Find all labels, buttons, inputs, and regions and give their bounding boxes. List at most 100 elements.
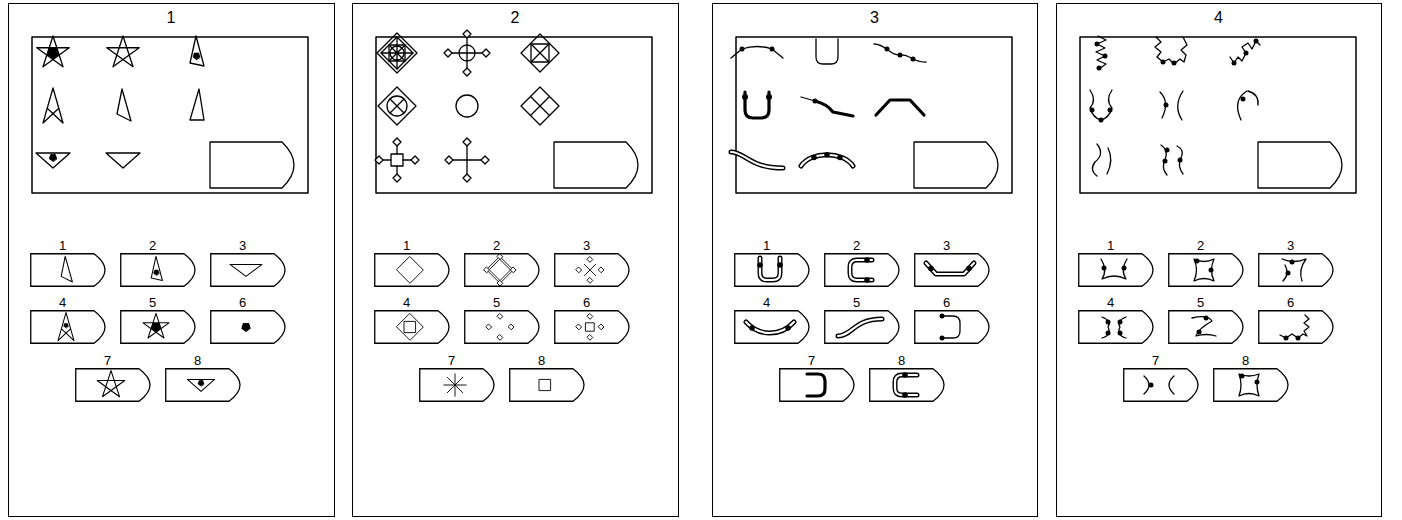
option-figure <box>143 313 169 338</box>
option-number: 6 <box>239 295 246 310</box>
answer-option: 2 <box>824 253 906 287</box>
option-tab-outline <box>554 310 628 343</box>
option-number: 8 <box>194 353 201 368</box>
option-tab-outline <box>210 253 284 286</box>
panel-number: 3 <box>870 8 879 27</box>
option-figure <box>397 257 424 284</box>
option-number: 7 <box>448 353 455 368</box>
option-figure <box>587 278 593 284</box>
option-figure <box>1194 259 1214 282</box>
matrix-figure <box>1244 51 1249 56</box>
option-figure <box>940 314 961 341</box>
matrix-figure <box>383 146 411 174</box>
option-tab-outline <box>914 253 996 287</box>
option-figure <box>895 375 917 395</box>
matrix-figure <box>463 138 471 146</box>
matrix-figure <box>811 155 817 161</box>
option-number: 3 <box>1287 238 1294 253</box>
option-figure <box>746 322 794 333</box>
option-number: 3 <box>239 238 246 253</box>
matrix-figure <box>1101 90 1112 120</box>
blank-cell <box>914 142 998 188</box>
matrix-figure <box>452 38 482 68</box>
option-number: 6 <box>583 295 590 310</box>
matrix-figure <box>1172 61 1177 66</box>
option-figure <box>807 374 825 396</box>
option-tab-outline <box>464 253 538 286</box>
matrix-figure <box>377 33 417 73</box>
option-figure <box>1209 268 1214 273</box>
matrix-figure <box>1230 41 1260 63</box>
matrix-figure <box>766 94 772 100</box>
matrix-figure <box>1230 39 1260 66</box>
option-tab-outline <box>869 368 943 401</box>
option-figure <box>576 257 604 284</box>
option-tab-outline <box>210 310 284 343</box>
option-figure <box>850 257 872 283</box>
matrix-figure <box>1092 144 1100 176</box>
option-figure <box>151 256 162 280</box>
matrix-figure <box>874 44 926 62</box>
option-figure <box>61 256 72 282</box>
option-figure <box>1102 317 1126 338</box>
matrix-figure <box>531 44 549 62</box>
matrix-figure <box>521 34 559 72</box>
matrix-figure <box>393 174 401 182</box>
option-figure <box>598 324 604 330</box>
option-tab-outline <box>779 368 853 401</box>
option-figure <box>64 323 69 327</box>
option-tab-outline <box>464 253 546 287</box>
option-number: 3 <box>583 238 590 253</box>
option-tab-outline <box>1258 253 1340 287</box>
answer-option: 4 <box>374 310 456 344</box>
answer-option: 8 <box>509 368 591 402</box>
matrix-figure <box>1090 108 1095 113</box>
option-figure <box>1286 271 1291 276</box>
matrix-figure <box>1107 148 1111 174</box>
answer-option: 2 <box>120 253 202 287</box>
answer-option: 3 <box>914 253 996 287</box>
matrix-figure <box>381 37 413 69</box>
option-number: 5 <box>493 295 500 310</box>
option-tab-outline <box>734 253 808 286</box>
option-tab-outline <box>1258 310 1332 343</box>
answer-option: 7 <box>419 368 501 402</box>
panel-number: 2 <box>511 8 520 27</box>
option-figure <box>785 325 791 331</box>
option-tab-outline <box>419 368 501 402</box>
option-figure <box>58 313 74 341</box>
matrix-figure <box>411 156 419 164</box>
matrix-figure <box>43 88 63 123</box>
matrix-figure <box>378 87 416 125</box>
matrix-figure <box>36 153 70 168</box>
answer-option: 8 <box>869 368 951 402</box>
option-tab-outline <box>374 253 456 287</box>
option-tab-outline <box>554 310 636 344</box>
option-number: 5 <box>149 295 156 310</box>
matrix-figure <box>1165 148 1170 153</box>
option-figure <box>746 322 794 333</box>
option-figure <box>444 374 466 396</box>
answer-option: 5 <box>1168 310 1250 344</box>
option-figure <box>584 264 595 275</box>
option-figure <box>576 324 582 330</box>
option-figure <box>864 257 870 263</box>
option-tab-outline <box>75 368 149 401</box>
answer-option: 2 <box>1168 253 1250 287</box>
option-figure <box>940 336 945 341</box>
matrix-figure <box>1238 91 1258 120</box>
option-figure <box>152 323 160 331</box>
matrix-figure <box>1178 91 1183 120</box>
option-figure <box>444 374 466 396</box>
option-figure <box>1282 259 1306 281</box>
matrix-figure <box>898 53 903 58</box>
matrix-figure <box>521 87 559 125</box>
option-figure <box>497 314 503 320</box>
option-figure <box>508 324 514 330</box>
matrix-figure <box>444 49 452 57</box>
option-figure <box>397 314 424 341</box>
matrix-figure <box>393 138 401 146</box>
option-figure <box>1280 315 1309 341</box>
matrix-figure <box>1090 90 1101 120</box>
